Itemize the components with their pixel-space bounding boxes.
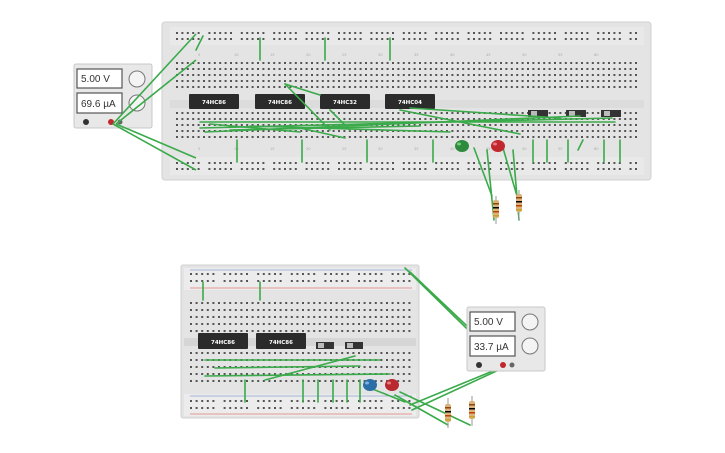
top-column-number: 35 [414, 53, 419, 57]
top-column-number: 60 [594, 53, 599, 57]
top-current-display: 69.6 µA [81, 99, 116, 110]
top-chip-1[interactable]: 74HC86 [189, 94, 239, 109]
top-column-number: 25 [342, 147, 347, 151]
top-terminal-black[interactable] [83, 119, 89, 125]
top-column-number: 30 [378, 53, 383, 57]
top-wires[interactable] [195, 35, 621, 221]
top-chip-4-label: 74HC04 [398, 100, 422, 106]
top-column-number: 15 [270, 53, 275, 57]
top-resistor-1[interactable] [493, 196, 499, 224]
top-chip-1-label: 74HC86 [202, 100, 226, 106]
top-power-supply[interactable]: 5.00 V 69.6 µA [73, 63, 153, 129]
top-column-number: 45 [486, 53, 491, 57]
bottom-switch-2[interactable] [345, 342, 363, 349]
top-column-number: 55 [558, 53, 563, 57]
top-column-number: 60 [594, 147, 599, 151]
top-resistor-2[interactable] [516, 190, 522, 220]
bottom-led-red[interactable] [385, 379, 399, 391]
bottom-current-display: 33.7 µA [474, 342, 509, 353]
top-column-number: 20 [306, 147, 311, 151]
top-column-number: 50 [522, 147, 527, 151]
top-chip-2[interactable]: 74HC86 [255, 94, 305, 109]
top-voltage-knob[interactable] [128, 70, 146, 88]
top-chip-3[interactable]: 74HC32 [320, 94, 370, 109]
top-switch-1[interactable] [528, 110, 548, 117]
bottom-chip-1[interactable]: 74HC86 [198, 333, 248, 349]
bottom-rail-lower [184, 394, 416, 416]
top-column-number: 10 [234, 53, 239, 57]
top-rail-lower [170, 157, 644, 175]
bottom-power-supply[interactable]: 5.00 V 33.7 µA [466, 306, 546, 372]
top-column-number: 50 [522, 53, 527, 57]
bottom-terminal-red[interactable] [500, 362, 506, 368]
bottom-circuit: 74HC86 74HC86 [180, 264, 546, 428]
bottom-resistor-2[interactable] [469, 396, 475, 426]
bottom-switch-1[interactable] [316, 342, 334, 349]
top-column-number: 40 [450, 147, 455, 151]
bottom-terminal-gnd[interactable] [509, 362, 515, 368]
top-switch-2[interactable] [566, 110, 586, 117]
bottom-chip-2[interactable]: 74HC86 [256, 333, 306, 349]
top-breadboard-holes [176, 32, 637, 170]
bottom-chip-2-label: 74HC86 [269, 340, 293, 346]
bottom-voltage-display: 5.00 V [474, 317, 503, 328]
top-column-number: 35 [414, 147, 419, 151]
top-chip-3-label: 74HC32 [333, 100, 357, 106]
top-column-number: 55 [558, 147, 563, 151]
top-switch-3[interactable] [601, 110, 621, 117]
top-column-numbers: 5510101515202025253030353540404545505055… [198, 53, 599, 151]
top-chip-2-label: 74HC86 [268, 100, 292, 106]
bottom-chip-1-label: 74HC86 [211, 340, 235, 346]
bottom-led-blue[interactable] [363, 379, 377, 391]
top-led-green[interactable] [455, 140, 469, 152]
top-circuit: 5510101515202025253030353540404545505055… [73, 21, 652, 224]
top-chip-4[interactable]: 74HC04 [385, 94, 435, 109]
top-column-number: 25 [342, 53, 347, 57]
bottom-current-knob[interactable] [521, 337, 539, 355]
top-rail-upper [170, 27, 644, 45]
top-current-knob[interactable] [128, 94, 146, 112]
bottom-terminal-black[interactable] [476, 362, 482, 368]
top-column-number: 5 [198, 53, 200, 57]
bottom-resistor-1[interactable] [445, 398, 451, 428]
top-column-number: 5 [198, 147, 200, 151]
top-supply-wires[interactable] [112, 33, 197, 171]
top-column-number: 40 [450, 53, 455, 57]
top-column-number: 15 [270, 147, 275, 151]
top-led-red[interactable] [491, 140, 505, 152]
top-voltage-display: 5.00 V [81, 74, 110, 85]
top-column-number: 45 [486, 147, 491, 151]
bottom-voltage-knob[interactable] [521, 313, 539, 331]
top-column-number: 20 [306, 53, 311, 57]
bottom-rail-upper [184, 268, 416, 290]
top-column-number: 30 [378, 147, 383, 151]
